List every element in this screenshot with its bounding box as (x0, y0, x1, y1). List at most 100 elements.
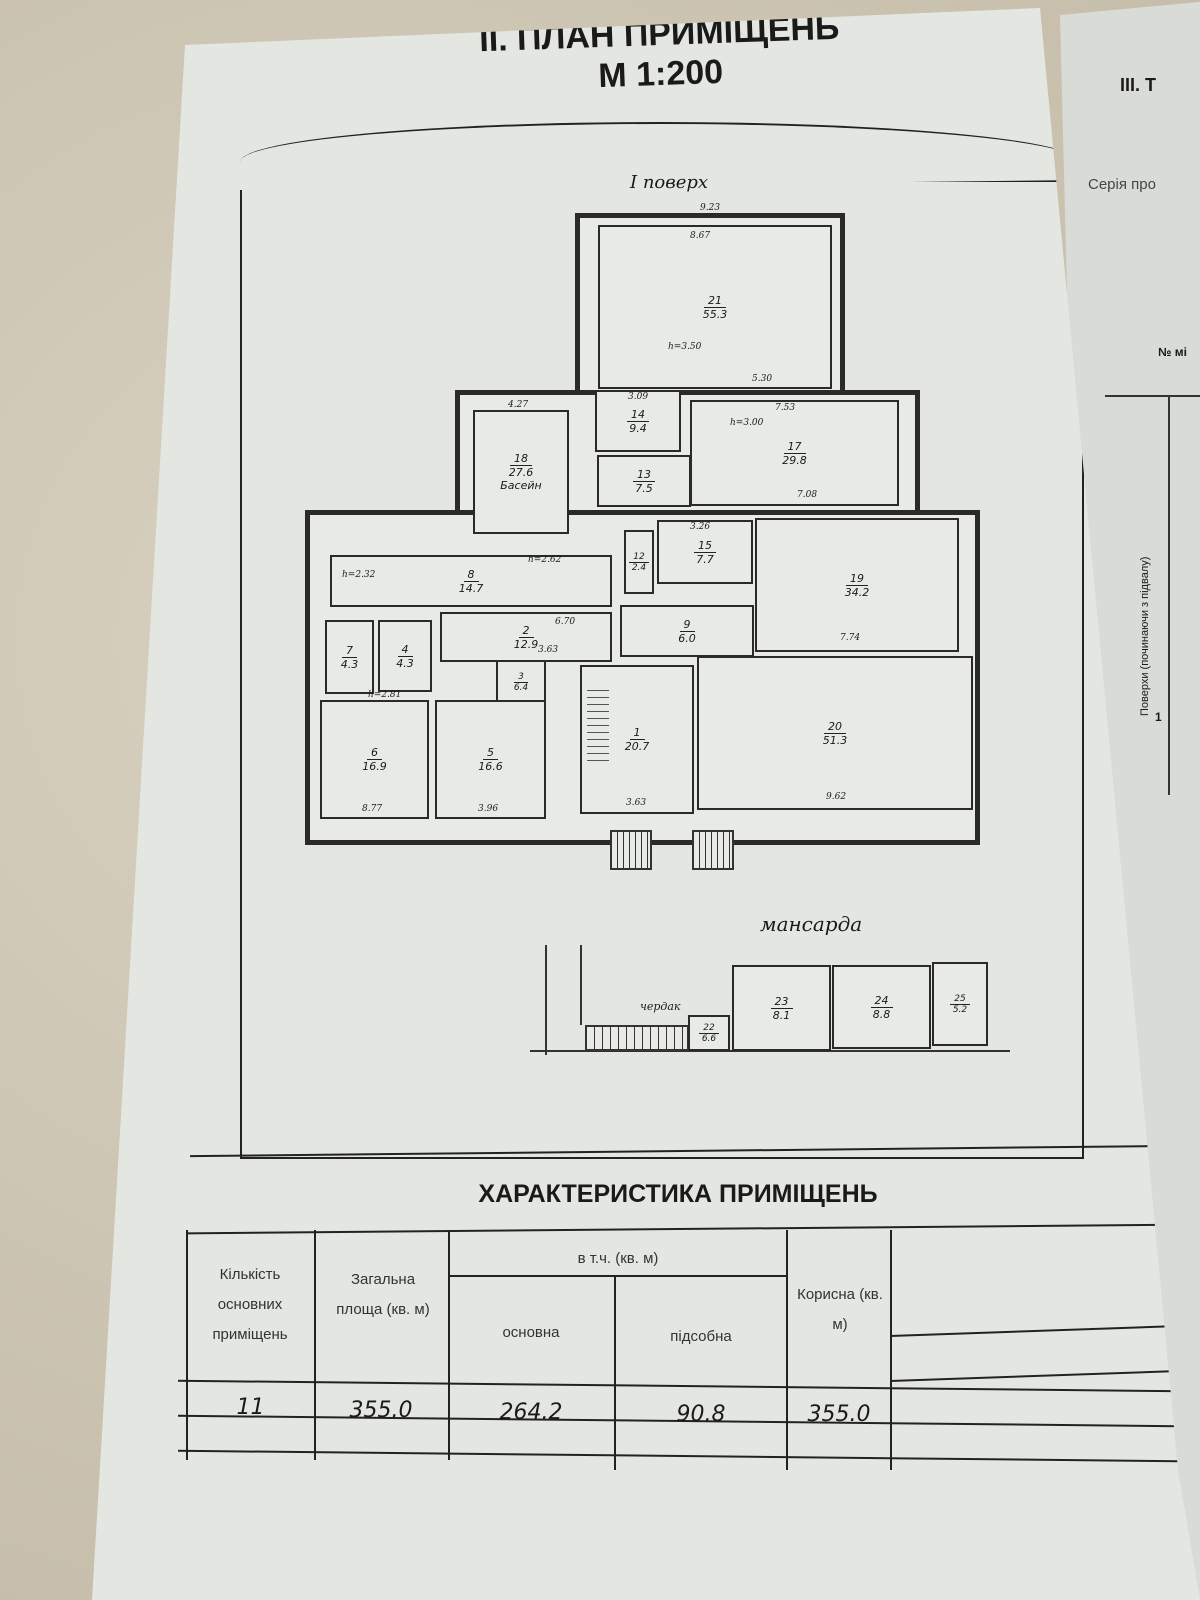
dimension: h=2.32 (342, 570, 376, 580)
divider (890, 1230, 892, 1470)
divider (1105, 395, 1200, 397)
header-aux: підсобна (670, 1328, 732, 1345)
value-count: 11 (236, 1395, 265, 1420)
dimension: 7.53 (775, 403, 796, 413)
mansard-stairs (585, 1025, 689, 1051)
header-total: Загальна площа (кв. м) (336, 1271, 430, 1318)
room-number: 7 (342, 644, 357, 658)
room-area: 4.3 (340, 657, 359, 671)
divider (1168, 395, 1170, 795)
mansard-wall (530, 1050, 1010, 1052)
room-number: 8 (463, 568, 479, 582)
room-number: 2 (518, 624, 534, 638)
dimension: 5.30 (752, 374, 773, 384)
frame-top-edge (240, 122, 1080, 194)
room-area: 9.4 (629, 421, 647, 435)
mansard-label: мансарда (760, 912, 863, 936)
room-area: 2.4 (631, 562, 647, 573)
dimension: h=2.62 (528, 555, 562, 565)
divider (614, 1275, 616, 1470)
dimension: 4.27 (508, 400, 529, 410)
room-area: 51.3 (822, 733, 848, 747)
next-sheet-col-no: № мі (1158, 345, 1187, 359)
next-sheet-floor: 1 (1155, 710, 1162, 724)
room-number: 19 (846, 572, 868, 586)
dimension: 6.70 (555, 617, 576, 627)
room-area: 6.0 (678, 631, 696, 645)
room-area: 34.2 (844, 585, 870, 599)
entrance-steps (610, 830, 652, 870)
dimension: 3.96 (478, 804, 499, 814)
room-number: 23 (770, 995, 793, 1009)
mansard-wall (545, 945, 547, 1055)
room-number: 15 (694, 539, 716, 553)
characteristics-title: ХАРАКТЕРИСТИКА ПРИМІЩЕНЬ (478, 1180, 878, 1208)
room-number: 14 (627, 408, 649, 422)
room-number: 4 (397, 643, 413, 657)
room-number: 6 (367, 746, 382, 760)
header-main: основна (502, 1324, 560, 1341)
divider (178, 1449, 1178, 1463)
dimension: 8.67 (690, 231, 711, 241)
value-aux: 90.8 (676, 1402, 726, 1427)
room-area: 6.6 (701, 1033, 717, 1044)
room-area: 55.3 (702, 307, 728, 321)
divider (186, 1223, 1181, 1235)
room-number: 20 (824, 720, 846, 734)
next-sheet-title: III. Т (1120, 75, 1156, 95)
room-area: 4.3 (396, 656, 414, 670)
room-number: 22 (699, 1023, 719, 1034)
attic-label: чердак (640, 1000, 681, 1013)
dimension: h=3.50 (668, 342, 702, 352)
header-useful: Корисна (кв. м) (797, 1286, 883, 1333)
room-area: 5.2 (952, 1004, 968, 1015)
room-area: 29.8 (782, 453, 807, 467)
room-area: 7.5 (635, 481, 653, 495)
divider (786, 1230, 788, 1470)
dimension: 7.74 (840, 633, 861, 643)
room-area: 16.6 (478, 760, 503, 773)
room-number: 24 (870, 994, 893, 1008)
dimension: h=2.81 (368, 690, 402, 700)
mansard-wall (580, 945, 582, 1025)
divider (448, 1275, 788, 1277)
dimension: 8.77 (362, 804, 383, 814)
value-total: 355.0 (349, 1398, 413, 1423)
dimension: 3.26 (690, 522, 711, 532)
room-area: 6.4 (513, 682, 529, 693)
room-number: 17 (783, 440, 806, 454)
value-main: 264.2 (499, 1400, 563, 1425)
dimension: 3.63 (538, 645, 559, 655)
divider (448, 1230, 450, 1460)
entrance-steps (692, 830, 734, 870)
dimension: 3.63 (626, 798, 647, 808)
next-sheet-col-floors: Поверхи (починаючи з підвалу) (1139, 556, 1151, 716)
room-number: 25 (950, 994, 970, 1005)
room-area: 27.6 (508, 466, 534, 479)
room-number: 1 (629, 726, 645, 740)
room-area: Басейн (500, 479, 542, 492)
room-number: 5 (483, 746, 498, 760)
room-number: 21 (704, 294, 726, 308)
next-sheet-series: Серія про (1088, 176, 1156, 193)
room-number: 13 (633, 468, 655, 482)
room-area: 8.8 (872, 1007, 891, 1021)
